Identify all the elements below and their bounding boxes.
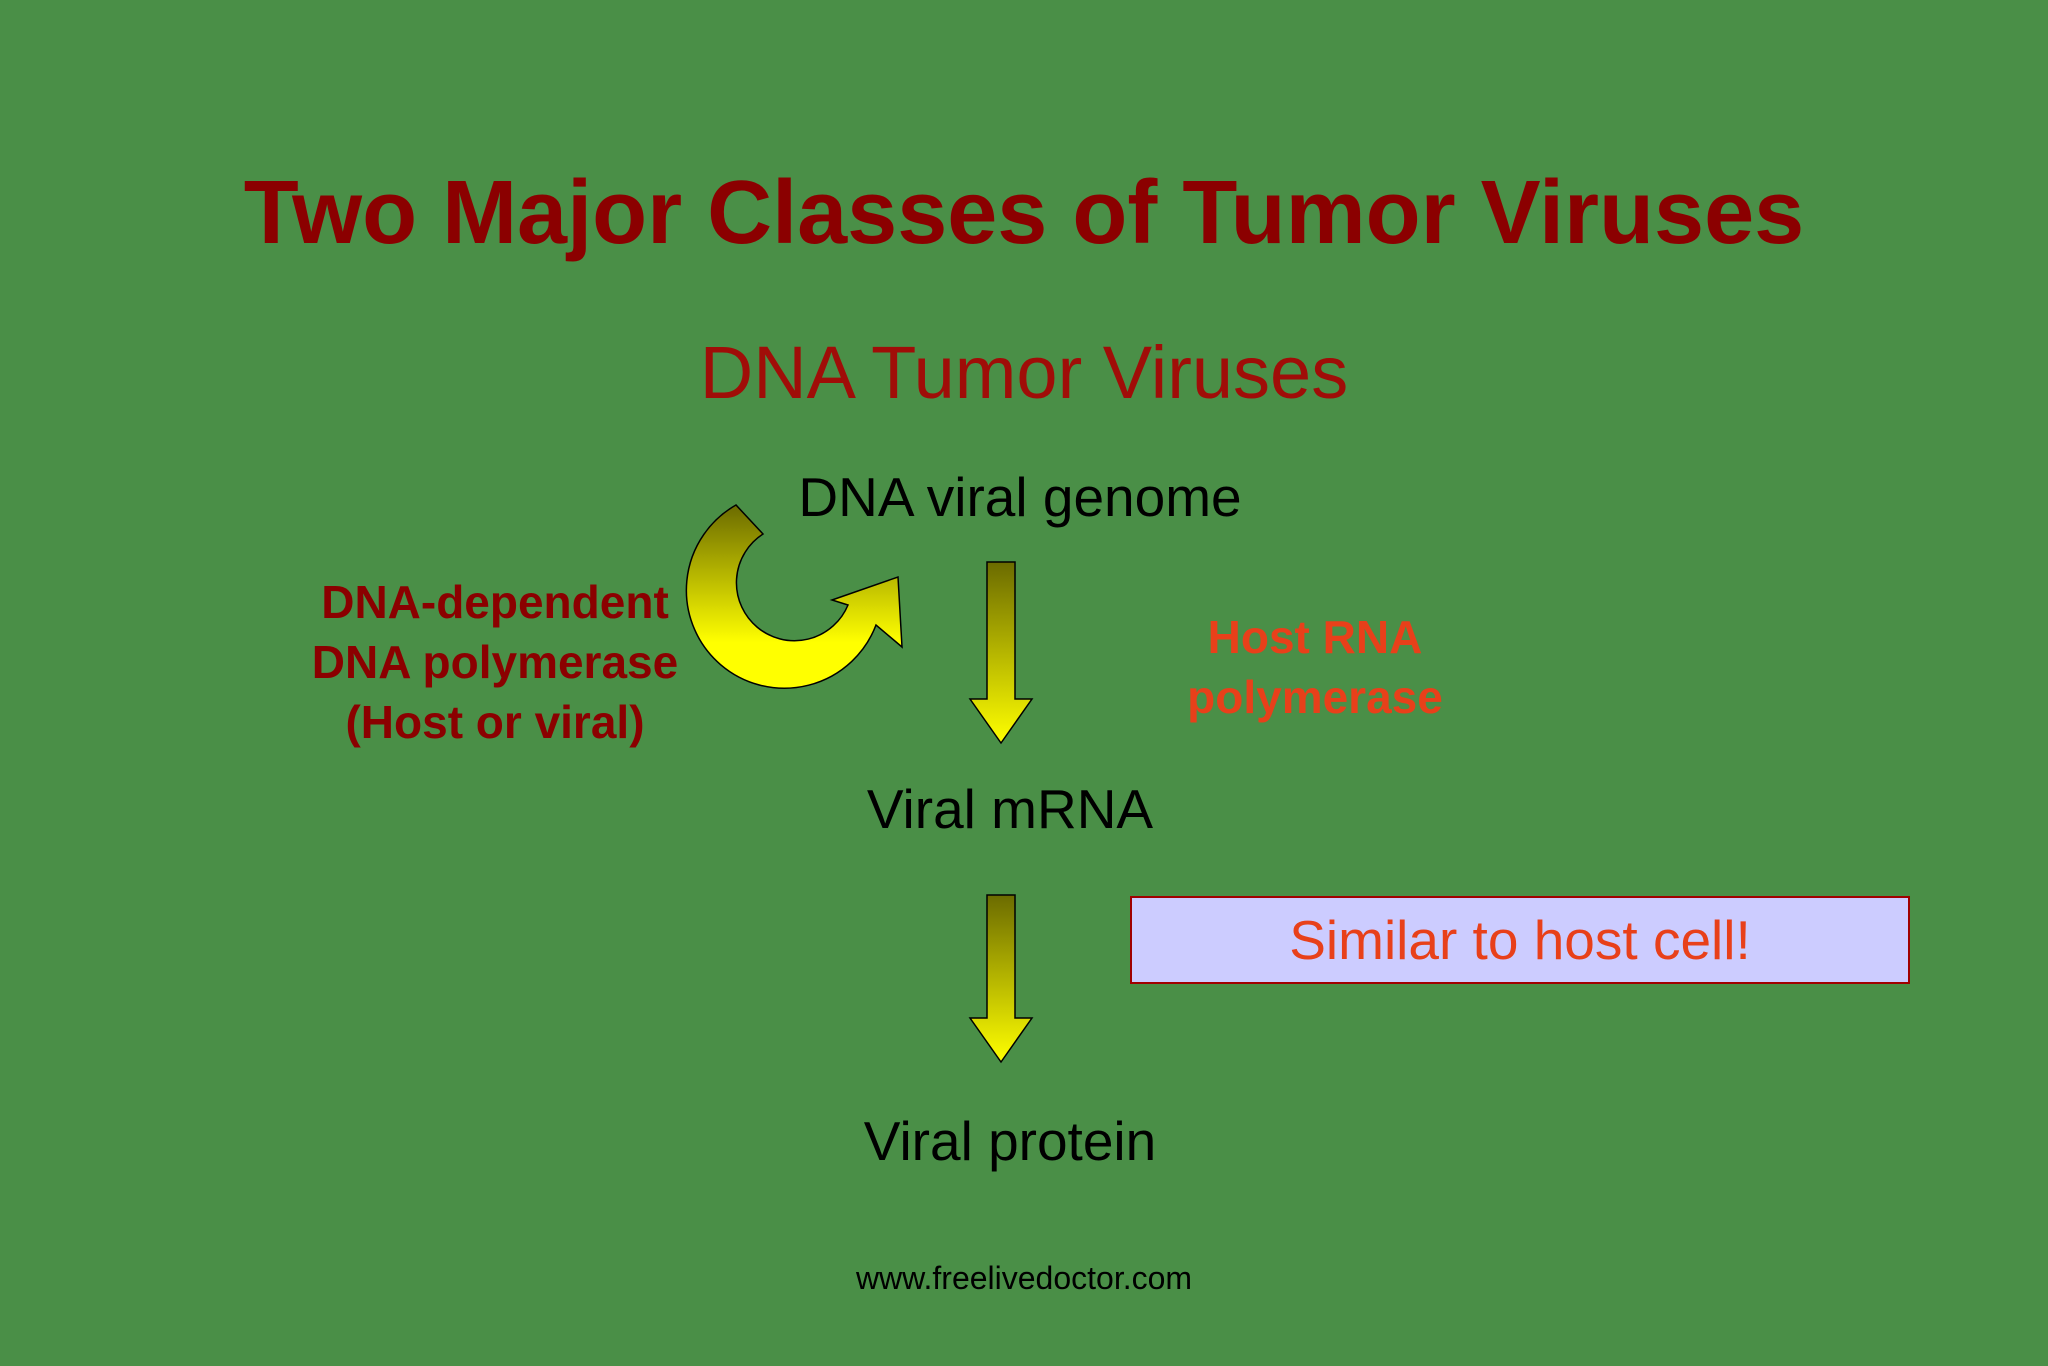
dna-polymerase-label-line: (Host or viral) [345,696,645,748]
curved-arrow-icon [685,504,903,689]
dna-polymerase-label-line: DNA polymerase [311,636,679,688]
callout-box: Similar to host cell! [1130,896,1910,984]
node-viral-protein: Viral protein [863,1110,1157,1172]
rna-polymerase-label-line: polymerase [1187,671,1443,723]
slide-title: Two Major Classes of Tumor Viruses [243,163,1805,263]
rna-polymerase-label: Host RNA polymerase [1150,607,1480,727]
dna-polymerase-label: DNA-dependent DNA polymerase (Host or vi… [260,572,730,752]
dna-polymerase-label-line: DNA-dependent [321,576,669,628]
rna-polymerase-label-line: Host RNA [1207,611,1423,663]
down-arrow-icon [968,894,1034,1064]
node-viral-mrna: Viral mRNA [866,778,1154,840]
node-dna-viral-genome: DNA viral genome [798,466,1242,528]
down-arrow-icon [968,561,1034,745]
slide-subtitle: DNA Tumor Viruses [699,331,1349,414]
footer-url: www.freelivedoctor.com [855,1260,1193,1296]
